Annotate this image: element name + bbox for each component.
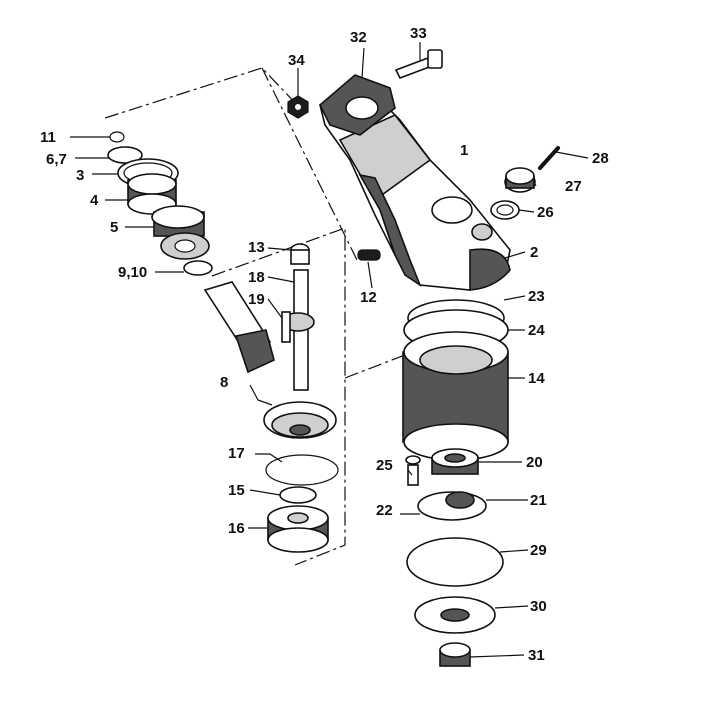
- label-11: 11: [40, 129, 56, 146]
- gear-housing: [319, 78, 511, 291]
- label-20: 20: [526, 454, 543, 471]
- label-31: 31: [528, 647, 545, 664]
- label-33: 33: [410, 25, 427, 42]
- label-28: 28: [592, 150, 609, 167]
- label-2: 2: [530, 244, 538, 261]
- key-part: [357, 249, 381, 261]
- label-14: 14: [528, 370, 545, 387]
- label-8: 8: [220, 374, 228, 391]
- bearing-housing: [402, 299, 509, 461]
- label-17: 17: [228, 445, 245, 462]
- part-labels: 11 6,7 3 4 5 9,10 8 13 18 19 17 15 16 34…: [40, 25, 609, 664]
- label-13: 13: [248, 239, 265, 256]
- label-27: 27: [565, 178, 582, 195]
- label-3: 3: [76, 167, 84, 184]
- label-25: 25: [376, 457, 393, 474]
- label-34: 34: [288, 52, 305, 69]
- plug-assembly: [490, 146, 560, 220]
- label-30: 30: [530, 598, 547, 615]
- label-24: 24: [528, 322, 545, 339]
- label-29: 29: [530, 542, 547, 559]
- label-15: 15: [228, 482, 245, 499]
- label-32: 32: [350, 29, 367, 46]
- label-1: 1: [460, 142, 468, 159]
- assembly-axis-lines: [104, 67, 406, 566]
- label-19: 19: [248, 291, 265, 308]
- label-26: 26: [537, 204, 554, 221]
- lower-assembly: [405, 448, 504, 667]
- label-23: 23: [528, 288, 545, 305]
- leader-lines: [70, 42, 589, 658]
- clamp-assembly: [287, 49, 443, 136]
- label-18: 18: [248, 269, 265, 286]
- label-9-10: 9,10: [118, 264, 147, 281]
- lower-bearing-stack: [265, 454, 339, 553]
- label-22: 22: [376, 502, 393, 519]
- label-16: 16: [228, 520, 245, 537]
- label-12: 12: [360, 289, 377, 306]
- bearing-stack: [107, 131, 213, 276]
- label-5: 5: [110, 219, 118, 236]
- label-4: 4: [90, 192, 99, 209]
- label-21: 21: [530, 492, 547, 509]
- label-6-7: 6,7: [46, 151, 67, 168]
- pinion-shaft: [203, 243, 315, 391]
- crown-gear: [263, 401, 337, 439]
